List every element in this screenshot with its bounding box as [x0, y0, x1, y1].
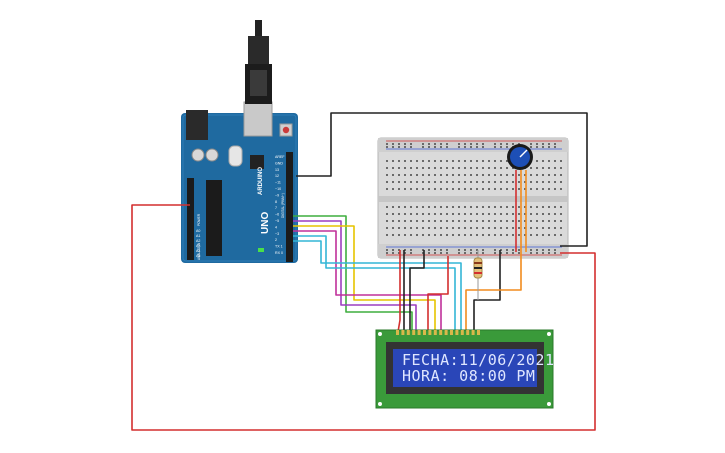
lcd-screen [393, 349, 537, 387]
lcd-pin[interactable] [428, 330, 432, 335]
board-model-label: UNO [260, 212, 271, 234]
reset-button-icon[interactable] [279, 123, 293, 137]
analog-pin-label: A4 [196, 249, 200, 253]
usb-cable-icon [245, 20, 272, 104]
lcd-pin[interactable] [471, 330, 475, 335]
lcd-pin[interactable] [455, 330, 459, 335]
lcd-module[interactable] [375, 329, 554, 409]
analog-pin-label: A3 [196, 244, 200, 248]
analog-pin-label: A1 [196, 234, 200, 238]
analog-pin-label: A5 [196, 254, 200, 258]
digital-pin-label: GND [275, 161, 283, 165]
board-brand-label: ARDUINO [258, 167, 264, 195]
lcd-pin[interactable] [417, 330, 421, 335]
resistor-icon[interactable] [473, 250, 483, 300]
wires[interactable] [131, 112, 596, 431]
digital-pin-label: 2 [275, 238, 277, 242]
lcd-pin[interactable] [412, 330, 416, 335]
digital-pin-label: ~5 [275, 219, 279, 223]
digital-pin-label: ~10 [275, 187, 281, 191]
digital-pin-label: ~3 [275, 232, 279, 236]
lcd-pin[interactable] [423, 330, 426, 335]
digital-pin-label: 13 [275, 168, 279, 172]
digital-pin-label: AREF [275, 155, 285, 159]
power-header-label: POWER [197, 213, 201, 226]
digital-pin-label: TX 1 [275, 245, 283, 249]
breadboard[interactable] [377, 137, 569, 259]
digital-pin-label: 12 [275, 174, 279, 178]
digital-pin-label: 7 [275, 206, 277, 210]
analog-pin-label: A0 [196, 229, 200, 233]
lcd-pin[interactable] [466, 330, 470, 335]
digital-pin-labels: AREF GND 13 12 ~11 ~10 ~9 8 7 ~6 ~5 4 ~3 2 TX 1 RX 0 [275, 155, 285, 255]
digital-pin-label: RX 0 [275, 251, 283, 255]
arduino-uno-board[interactable]: ARDUINO UNO DIGITAL (PWM~) POWER ANALOG … [181, 101, 298, 263]
lcd-pin[interactable] [477, 330, 480, 335]
lcd-pin[interactable] [444, 330, 448, 335]
lcd-pin[interactable] [439, 330, 443, 335]
analog-pin-label: A2 [196, 239, 200, 243]
lcd-pin[interactable] [401, 330, 405, 335]
lcd-pin[interactable] [450, 330, 453, 335]
digital-header-label: DIGITAL (PWM~) [281, 193, 285, 218]
lcd-pin[interactable] [433, 330, 437, 335]
analog-header-label: ANALOG IN [197, 242, 201, 260]
breadboard-holes [386, 143, 562, 254]
digital-pin-label: ~11 [275, 181, 281, 185]
lcd-pin[interactable] [396, 330, 399, 335]
digital-pin-label: 4 [275, 225, 277, 229]
lcd-pin-header [396, 330, 480, 335]
lcd-line-2: HORA: 08:00 PM [402, 367, 536, 385]
potentiometer-icon[interactable] [507, 144, 533, 170]
digital-pin-label: 8 [275, 200, 277, 204]
lcd-pin[interactable] [460, 330, 464, 335]
digital-pin-label: ~9 [275, 193, 279, 197]
digital-pin-label: ~6 [275, 213, 279, 217]
lcd-pin[interactable] [406, 330, 410, 335]
lcd-line-1: FECHA:11/06/2021 [402, 351, 555, 369]
